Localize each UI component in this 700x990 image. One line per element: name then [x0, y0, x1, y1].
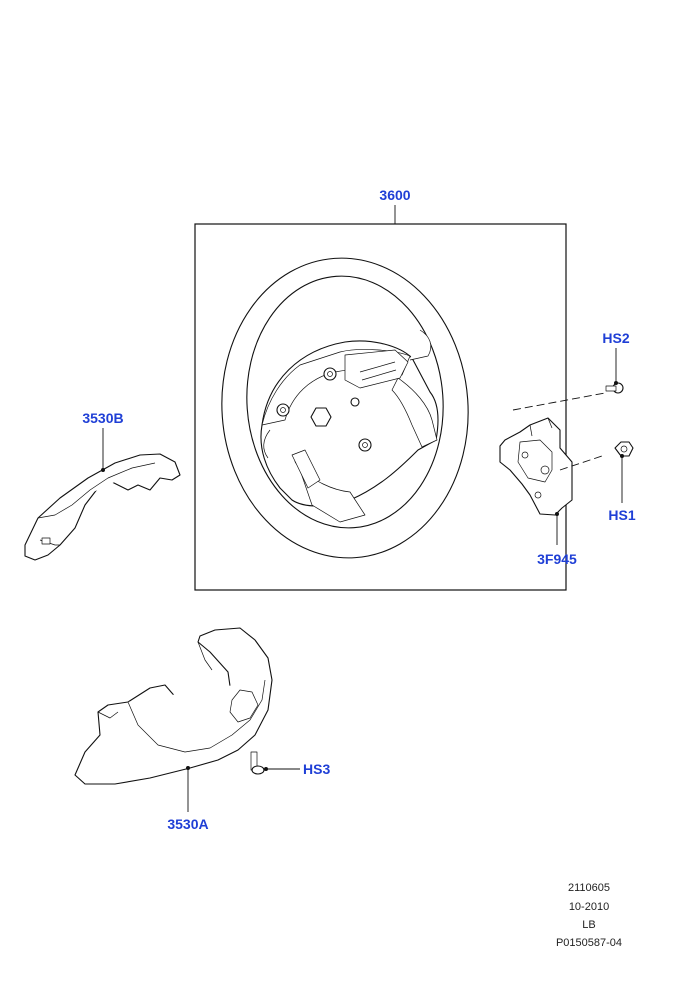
- steering-wheel-drawing[interactable]: [212, 250, 478, 566]
- nut-hs1-drawing[interactable]: [614, 441, 634, 457]
- callout-3f945[interactable]: 3F945: [537, 551, 577, 567]
- bolt-hs3-drawing[interactable]: [250, 751, 265, 775]
- upper-shroud-3530b-drawing[interactable]: [24, 453, 181, 561]
- footer-code-2: LB: [582, 919, 596, 931]
- screw-hs2-drawing[interactable]: [605, 382, 624, 394]
- footer-date: 10-2010: [568, 901, 610, 913]
- bracket-3f945-drawing[interactable]: [499, 417, 573, 516]
- callout-hs1[interactable]: HS1: [608, 507, 635, 523]
- footer-code-1: 2110605: [567, 882, 610, 894]
- steering-wheel-group-frame: [194, 223, 567, 591]
- footer-part-ref: P0150587-04: [555, 937, 623, 949]
- callout-3600[interactable]: 3600: [379, 187, 410, 203]
- callout-hs2[interactable]: HS2: [602, 330, 629, 346]
- callout-hs3[interactable]: HS3: [303, 761, 330, 777]
- lower-shroud-3530a-drawing[interactable]: [74, 627, 273, 785]
- callout-3530a[interactable]: 3530A: [167, 816, 208, 832]
- callout-3530b[interactable]: 3530B: [82, 410, 123, 426]
